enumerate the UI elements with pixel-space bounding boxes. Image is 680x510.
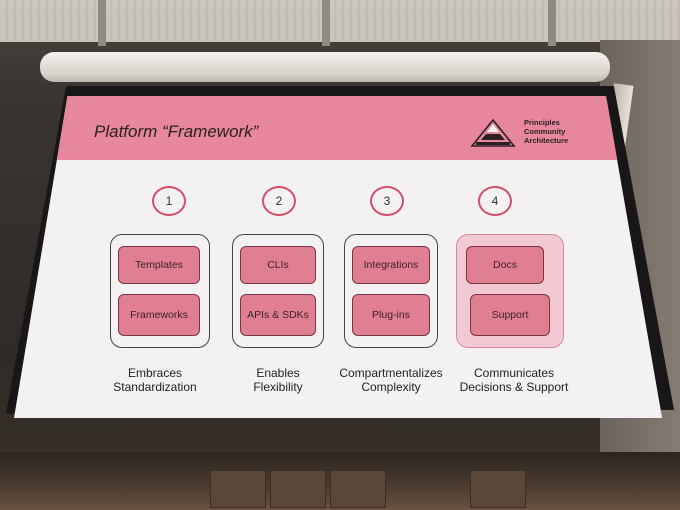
item-plug-ins: Plug-ins [352,294,430,336]
caption-2-line-2: Flexibility [253,380,303,394]
item-frameworks: Frameworks [118,294,200,336]
logo-line-community: Community [524,127,566,136]
step-number-4: 4 [478,186,512,216]
caption-4-line-1: Communicates [473,366,555,380]
ceiling-beam [548,0,556,46]
shelf [210,470,266,508]
step-number-3: 3 [370,186,404,216]
item-apis-sdks: APIs & SDKs [240,294,316,336]
projector-screen-roller [40,52,610,82]
presentation-slide: Platform “Framework” Principles Communit… [14,96,663,418]
slide-title: Platform “Framework” [94,122,259,141]
step-number-1: 1 [152,186,186,216]
shelf [470,470,526,508]
caption-1-line-1: Embraces [127,366,183,380]
ceiling [0,0,680,42]
slide-header: Platform “Framework” Principles Communit… [14,96,663,160]
shelf [330,470,386,508]
caption-3-line-1: Compartmentalizes [339,366,443,380]
caption-4-line-2: Decisions & Support [459,380,569,394]
caption-3-line-2: Complexity [361,380,421,394]
column-box-2 [232,234,324,348]
ceiling-beam [322,0,330,46]
item-clis: CLIs [240,246,316,284]
logo-line-architecture: Architecture [524,136,569,145]
caption-1: Embraces Standardization [80,366,230,394]
caption-3: Compartmentalizes Complexity [326,366,456,394]
item-templates: Templates [118,246,200,284]
pyramid-logo-icon [470,118,516,147]
column-box-3 [344,234,438,348]
shelf [270,470,326,508]
logo-line-principles: Principles [524,118,560,127]
caption-2: Enables Flexibility [218,366,338,394]
caption-2-line-1: Enables [256,366,300,380]
item-support: Support [470,294,550,336]
caption-1-line-2: Standardization [113,380,197,394]
column-box-1 [110,234,210,348]
step-number-2: 2 [262,186,296,216]
ceiling-beam [98,0,106,46]
item-docs: Docs [466,246,544,284]
item-integrations: Integrations [352,246,430,284]
logo-text: Principles Community Architecture [524,118,568,145]
caption-4: Communicates Decisions & Support [444,366,584,394]
